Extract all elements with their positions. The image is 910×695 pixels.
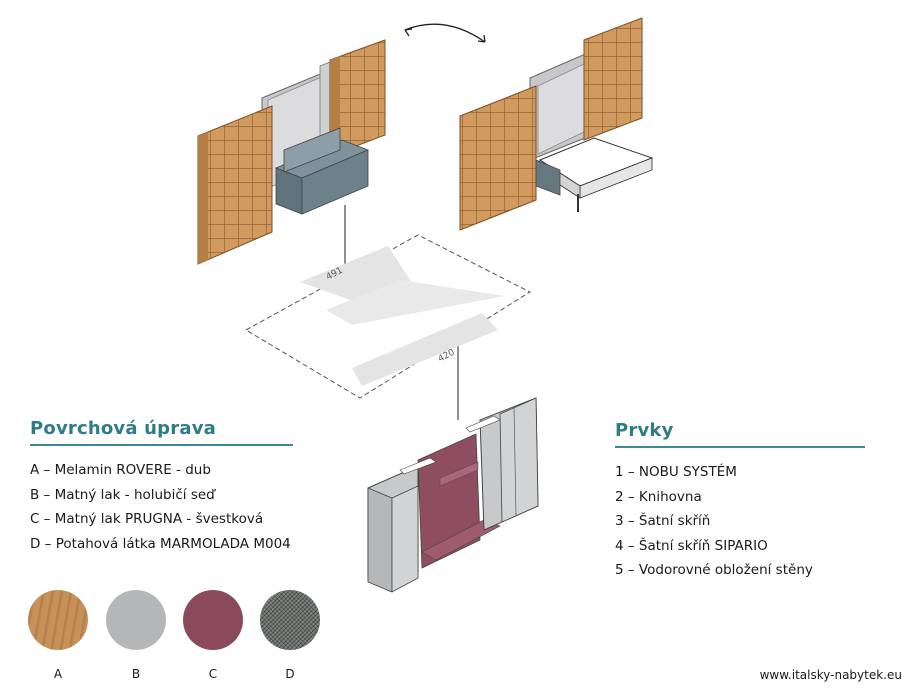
swatch-label-a: A <box>53 667 63 681</box>
elements-divider <box>615 446 865 448</box>
elements-heading: Prvky <box>615 420 674 441</box>
element-item-1: 1 – NOBU SYSTÉM <box>615 464 737 480</box>
swatch-dove-grey <box>106 590 166 650</box>
element-item-4: 4 – Šatní skříň SIPARIO <box>615 537 768 554</box>
finishes-list: A – Melamin ROVERE - dub B – Matný lak -… <box>30 458 291 556</box>
finish-item-b: B – Matný lak - holubičí seď <box>30 486 215 503</box>
rotate-arrow-icon <box>404 23 486 43</box>
wardrobe-view <box>367 397 539 593</box>
element-item-5: 5 – Vodorovné obložení stěny <box>615 562 813 578</box>
finishes-heading: Povrchová úprava <box>30 418 216 439</box>
wall-unit-bed-view <box>459 17 654 231</box>
element-item-3: 3 – Šatní skříň <box>615 513 711 529</box>
swatch-label-d: D <box>285 667 295 681</box>
floor-plan: 491 420 <box>244 234 532 399</box>
wall-unit-sofa-view <box>197 39 386 265</box>
swatch-plum <box>183 590 243 650</box>
swatch-oak <box>28 590 88 650</box>
website-link[interactable]: www.italsky-nabytek.eu <box>759 668 902 682</box>
finish-item-c: C – Matný lak PRUGNA - švestková <box>30 511 264 527</box>
elements-list: 1 – NOBU SYSTÉM 2 – Knihovna 3 – Šatní s… <box>615 460 813 583</box>
element-item-2: 2 – Knihovna <box>615 488 702 505</box>
finishes-divider <box>30 444 293 446</box>
swatch-label-b: B <box>131 667 141 681</box>
swatch-label-c: C <box>208 667 218 681</box>
finish-item-d: D – Potahová látka MARMOLADA M004 <box>30 535 291 552</box>
swatch-fabric <box>260 590 320 650</box>
finish-item-a: A – Melamin ROVERE - dub <box>30 462 211 478</box>
